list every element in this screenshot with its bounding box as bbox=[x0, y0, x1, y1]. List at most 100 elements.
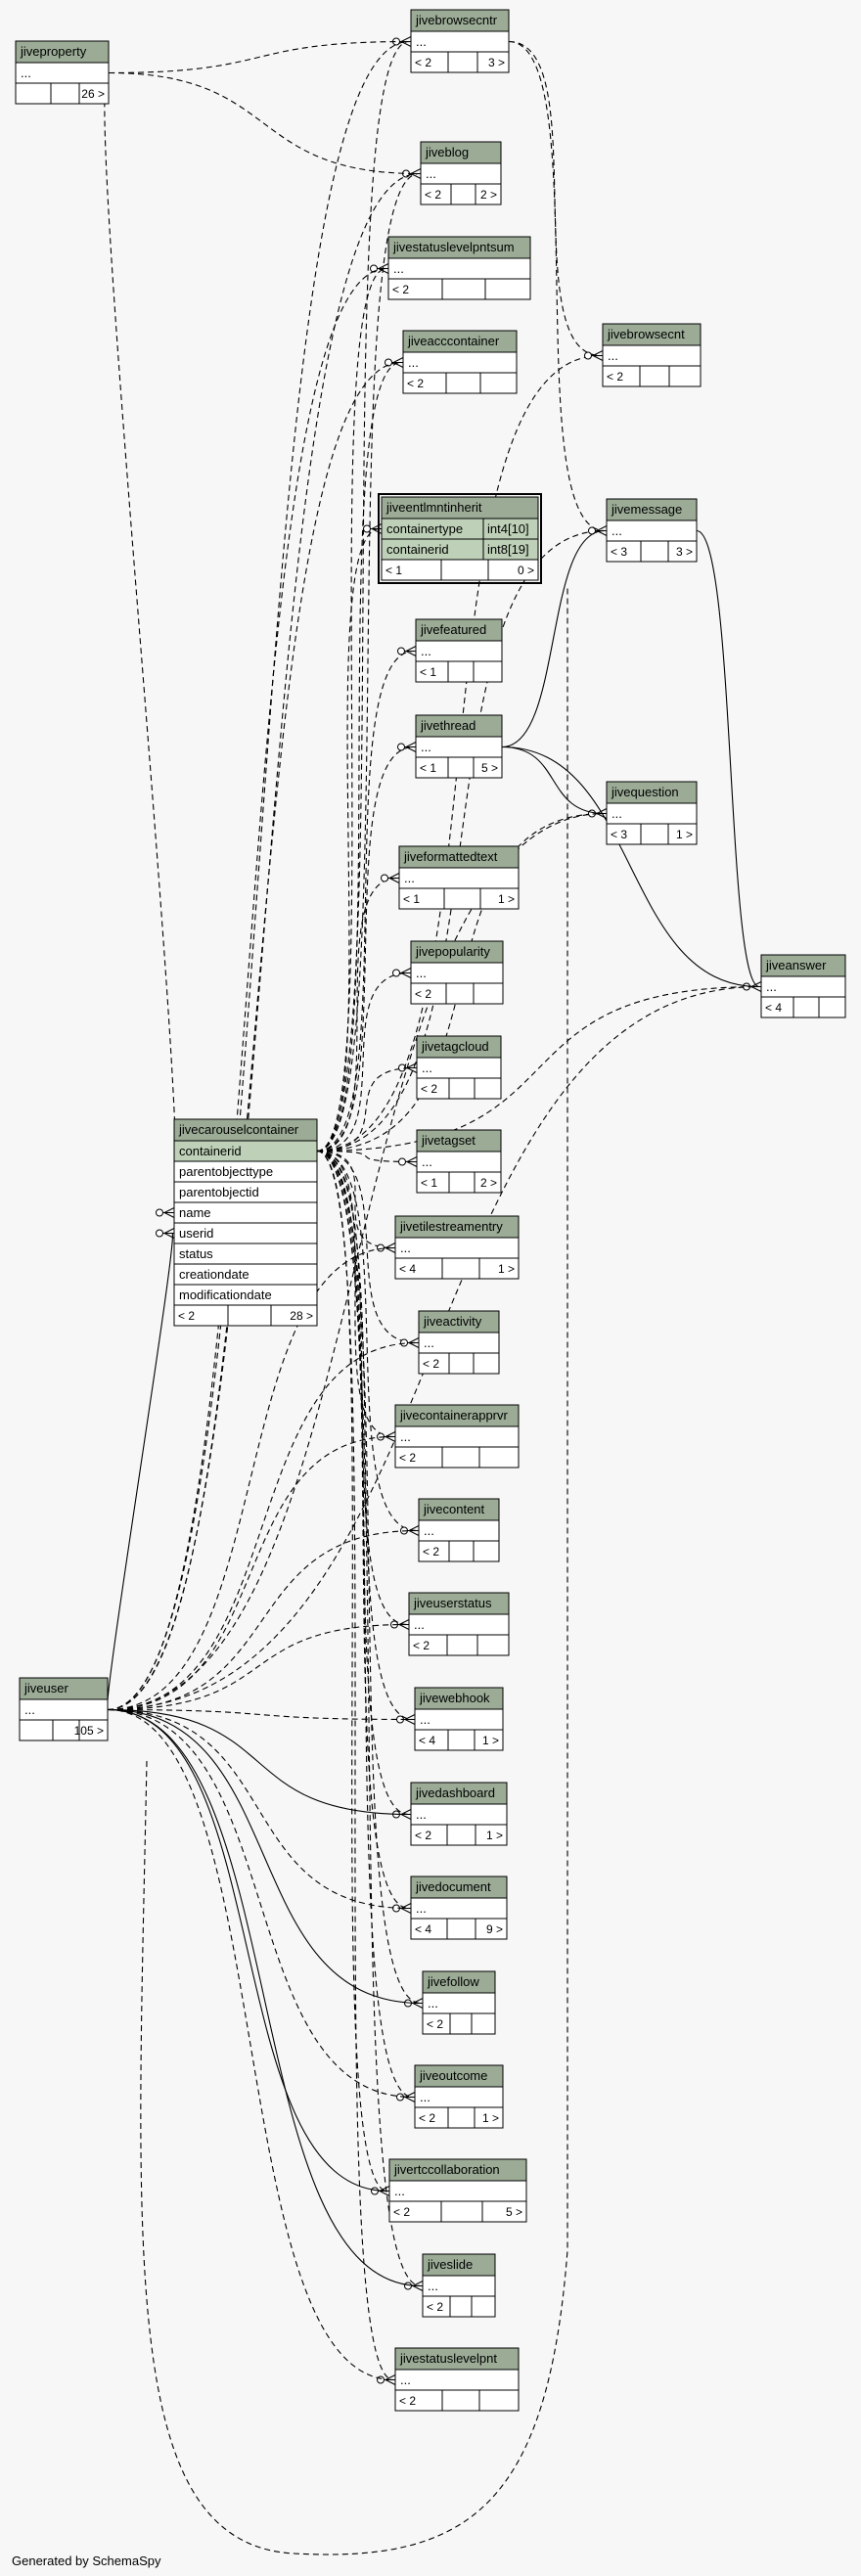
table-jiveuser[interactable]: jiveuser...105 > bbox=[19, 1677, 109, 1741]
table-name: jivedocument bbox=[415, 1879, 491, 1894]
column-name: ... bbox=[408, 355, 419, 370]
table-jivestatuslevelpntsum[interactable]: jivestatuslevelpntsum...< 2 bbox=[387, 236, 531, 300]
table-footer bbox=[415, 756, 503, 779]
relationship-edge bbox=[316, 746, 415, 1152]
footer-credit: Generated by SchemaSpy bbox=[12, 2553, 161, 2568]
table-jivetagcloud[interactable]: jivetagcloud...< 2 bbox=[416, 1035, 502, 1100]
column-name: ... bbox=[416, 1807, 427, 1822]
parents-count: < 1 bbox=[403, 892, 420, 906]
table-name: jiveproperty bbox=[20, 44, 87, 59]
crowfoot-marker bbox=[385, 357, 404, 368]
column-name: ... bbox=[416, 1901, 427, 1916]
table-name: jiveuserstatus bbox=[413, 1596, 492, 1610]
parents-count: < 1 bbox=[420, 761, 436, 775]
table-footer bbox=[422, 2295, 496, 2318]
crowfoot-marker bbox=[397, 646, 417, 656]
column-name: containerid bbox=[386, 542, 449, 557]
parents-count: < 2 bbox=[421, 1082, 437, 1096]
relationship-edge bbox=[501, 746, 606, 815]
relationship-edge bbox=[316, 40, 410, 1152]
parents-count: < 4 bbox=[415, 1922, 431, 1936]
table-footer bbox=[606, 540, 698, 563]
column-name: parentobjecttype bbox=[179, 1164, 273, 1179]
table-jiveuserstatus[interactable]: jiveuserstatus...< 2 bbox=[408, 1592, 510, 1656]
table-jivepopularity[interactable]: jivepopularity...< 2 bbox=[410, 940, 504, 1005]
table-footer bbox=[606, 823, 698, 845]
column-name: ... bbox=[416, 966, 427, 980]
relationship-edge bbox=[107, 1529, 418, 1711]
column-name: ... bbox=[428, 1996, 438, 2011]
relationship-edge bbox=[107, 1246, 394, 1711]
parents-count: < 2 bbox=[423, 1545, 439, 1559]
table-jivestatuslevelpnt[interactable]: jivestatuslevelpnt...< 2 bbox=[394, 2347, 520, 2412]
column-row bbox=[402, 351, 518, 374]
children-count: 1 > bbox=[482, 2111, 499, 2125]
column-name: ... bbox=[414, 1617, 425, 1632]
table-name: jivestatuslevelpntsum bbox=[392, 240, 515, 254]
table-jiveactivity[interactable]: jiveactivity...< 2 bbox=[418, 1310, 500, 1375]
table-name: jivedashboard bbox=[415, 1785, 495, 1800]
relationship-edge bbox=[316, 1150, 394, 1249]
table-name: jiveformattedtext bbox=[403, 849, 498, 864]
parents-count: < 2 bbox=[393, 2205, 410, 2219]
table-name: jiveanswer bbox=[765, 958, 827, 972]
children-count: 26 > bbox=[81, 87, 105, 101]
table-footer bbox=[19, 1719, 109, 1741]
crowfoot-marker bbox=[156, 1228, 175, 1239]
table-footer bbox=[416, 1171, 502, 1194]
parents-count: < 2 bbox=[392, 283, 409, 296]
column-name: ... bbox=[612, 806, 622, 821]
relationship-edge bbox=[316, 985, 760, 1152]
table-jiveanswer[interactable]: jiveanswer...< 4 bbox=[760, 954, 846, 1018]
table-footer bbox=[394, 2389, 520, 2412]
table-jivebrowsecnt[interactable]: jivebrowsecnt...< 2 bbox=[602, 323, 702, 387]
table-footer bbox=[15, 82, 110, 105]
column-name: ... bbox=[416, 34, 427, 49]
relationship-edge bbox=[107, 1708, 422, 2287]
table-jiveslide[interactable]: jiveslide...< 2 bbox=[422, 2253, 496, 2318]
crowfoot-marker bbox=[381, 873, 400, 883]
table-jivecontainerapprvr[interactable]: jivecontainerapprvr...< 2 bbox=[394, 1404, 520, 1469]
children-count: 5 > bbox=[506, 2205, 522, 2219]
column-name: ... bbox=[21, 66, 31, 80]
children-count: 1 > bbox=[498, 1262, 515, 1276]
relationship-edge bbox=[316, 1150, 416, 1163]
table-jivefeatured[interactable]: jivefeatured...< 1 bbox=[415, 618, 503, 683]
column-name: containertype bbox=[386, 521, 463, 536]
relationship-edge bbox=[316, 1150, 394, 2381]
column-row bbox=[388, 2180, 527, 2202]
table-jiveacccontainer[interactable]: jiveacccontainer...< 2 bbox=[402, 330, 518, 394]
table-footer bbox=[408, 1634, 510, 1656]
column-name: ... bbox=[428, 2279, 438, 2293]
column-name: ... bbox=[608, 348, 618, 363]
column-type: int4[10] bbox=[487, 521, 529, 536]
children-count: 3 > bbox=[488, 56, 505, 69]
column-name: ... bbox=[422, 1154, 432, 1169]
table-jivefollow[interactable]: jivefollow...< 2 bbox=[422, 1970, 496, 2035]
table-jivecarouselcontainer[interactable]: jivecarouselcontainercontaineridparentob… bbox=[173, 1118, 318, 1327]
column-row bbox=[398, 867, 520, 889]
parents-count: < 2 bbox=[425, 188, 441, 202]
parents-count: < 2 bbox=[399, 1451, 416, 1465]
table-jivecontent[interactable]: jivecontent...< 2 bbox=[418, 1498, 500, 1562]
children-count: 2 > bbox=[480, 188, 497, 202]
column-name: ... bbox=[394, 2184, 405, 2198]
table-jiveproperty[interactable]: jiveproperty... 26 > bbox=[15, 40, 110, 105]
table-name: jivetagset bbox=[421, 1133, 476, 1148]
column-name: ... bbox=[421, 644, 431, 658]
table-footer bbox=[418, 1540, 500, 1562]
